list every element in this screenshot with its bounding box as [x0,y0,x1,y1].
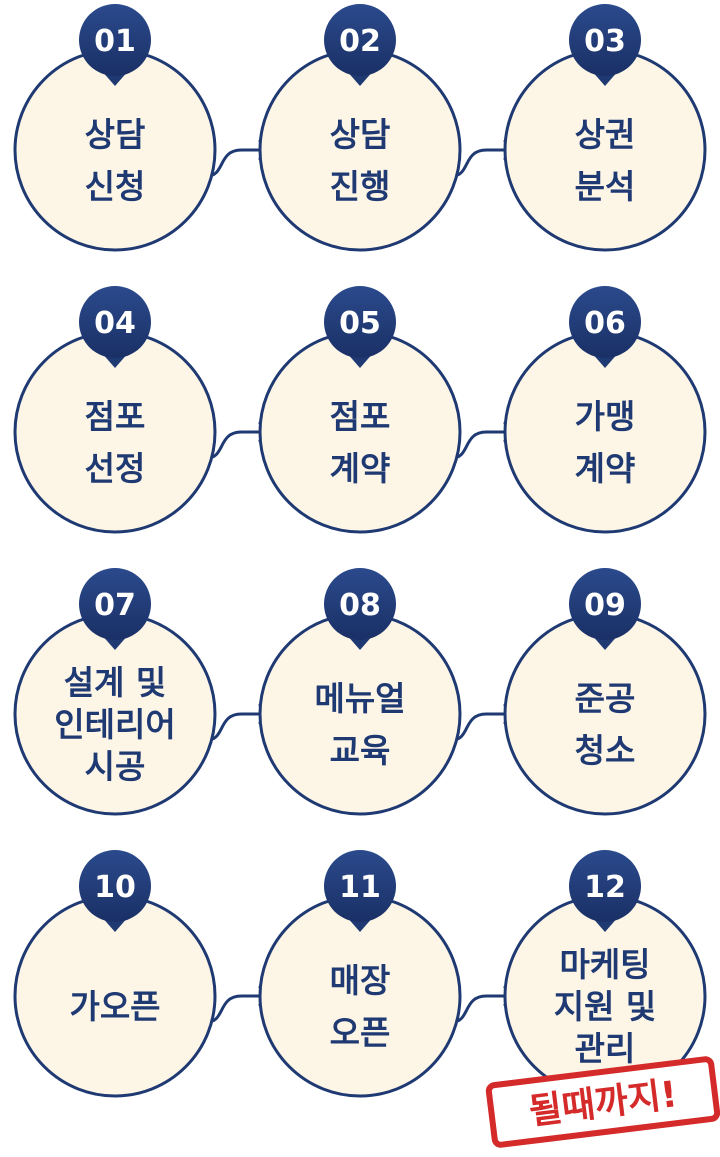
step-number: 02 [339,24,381,59]
step-label-line: 가오픈 [69,987,160,1026]
stamp-border [485,1056,720,1148]
step-label-line: 가맹 [575,397,636,436]
step-label-line: 분석 [575,167,636,206]
step-label-line: 선정 [85,449,146,488]
step-label-line: 지원 및 [554,987,657,1026]
number-badge [569,286,641,358]
number-badge [79,568,151,640]
step-label-line: 점포 [330,397,391,436]
step-label-line: 오픈 [330,1013,391,1052]
step-label-line: 상담 [330,115,391,154]
number-badge [324,850,396,922]
step-10: 10 가오픈 [13,850,217,1098]
number-badge [569,850,641,922]
step-label-line: 신청 [85,167,146,206]
step-label-line: 매장 [330,961,391,1000]
number-badge [79,850,151,922]
step-label-line: 인테리어 [54,705,175,744]
step-number: 12 [584,870,626,905]
number-badge [569,4,641,76]
step-label-line: 점포 [85,397,146,436]
number-badge [324,568,396,640]
step-number: 09 [584,588,626,623]
step-number: 11 [339,870,381,905]
step-label-line: 교육 [330,731,391,770]
number-badge [324,286,396,358]
number-badge [79,4,151,76]
step-number: 06 [584,306,626,341]
number-badge [569,568,641,640]
step-label-line: 시공 [85,747,146,786]
step-label-line: 계약 [330,449,391,488]
step-number: 05 [339,306,381,341]
step-label-line: 상담 [85,115,146,154]
step-label-line: 마케팅 [559,945,650,984]
step-label-line: 계약 [575,449,636,488]
step-label-line: 관리 [575,1029,636,1068]
step-number: 03 [584,24,626,59]
step-label-line: 상권 [575,115,636,154]
number-badge [79,286,151,358]
step-number: 01 [94,24,136,59]
number-badge [324,4,396,76]
step-number: 10 [94,870,136,905]
step-label-line: 진행 [330,167,391,206]
step-label-line: 청소 [575,731,636,770]
step-label-line: 메뉴얼 [314,679,405,718]
step-label-line: 설계 및 [64,663,167,702]
step-label-line: 준공 [575,679,636,718]
stamp: 될때까지! [485,1056,720,1148]
step-number: 04 [94,306,136,341]
step-number: 07 [94,588,136,623]
step-number: 08 [339,588,381,623]
